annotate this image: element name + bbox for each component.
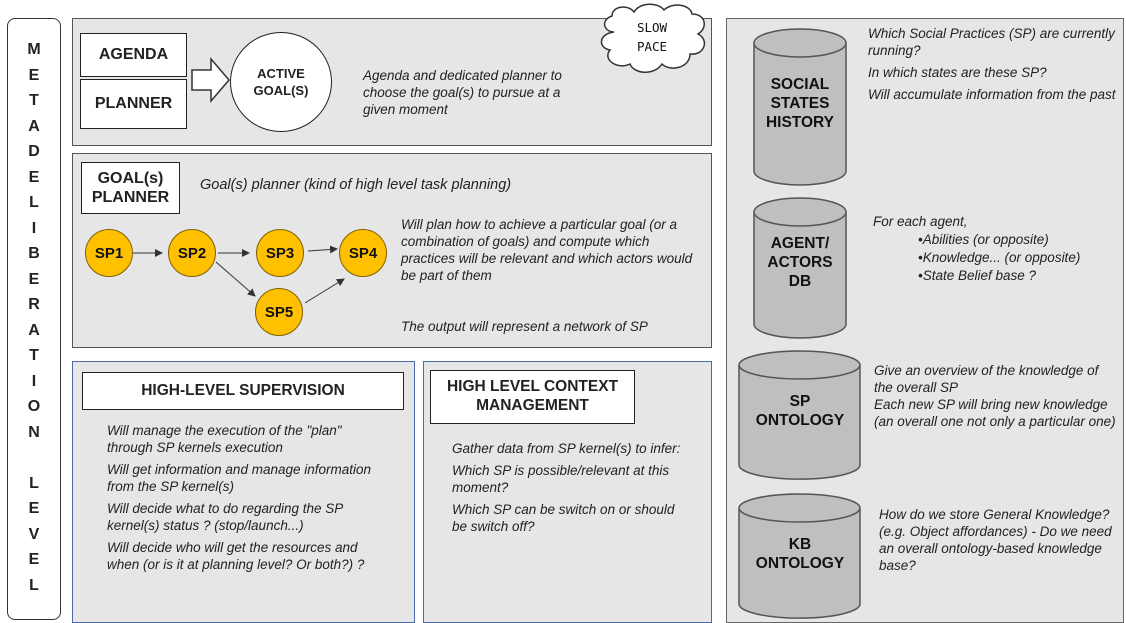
db-desc-line: How do we store General Knowledge? (e.g.… xyxy=(879,507,1112,573)
kb-ontology-label: KB ONTOLOGY xyxy=(742,535,858,573)
side-label-letter: L xyxy=(29,474,39,492)
sp-ontology-label: SP ONTOLOGY xyxy=(742,392,858,430)
side-label-letter: D xyxy=(28,143,40,160)
active-goals-circle: ACTIVE GOAL(S) xyxy=(230,32,332,132)
side-label-letter: L xyxy=(29,576,39,594)
goal-planner-output: The output will represent a network of S… xyxy=(401,319,648,334)
sp1-node: SP1 xyxy=(85,229,133,277)
db-desc-line: For each agent, xyxy=(873,214,968,229)
supervision-title: HIGH-LEVEL SUPERVISION xyxy=(82,372,404,410)
db-desc-bullet: •Abilities (or opposite) xyxy=(918,232,1049,247)
goal-planner-title: GOAL(s) PLANNER xyxy=(81,162,180,214)
db-desc-line: Will accumulate information from the pas… xyxy=(868,87,1116,102)
kb-ontology-desc: How do we store General Knowledge? (e.g.… xyxy=(879,506,1119,574)
side-label-letter: E xyxy=(28,270,40,288)
right-arrow-icon xyxy=(191,57,230,103)
sp5-node: SP5 xyxy=(255,288,303,336)
db-label-line: HISTORY xyxy=(765,114,835,131)
context-title-line2: MANAGEMENT xyxy=(476,397,589,414)
context-list: Gather data from SP kernel(s) to infer: … xyxy=(452,440,682,540)
context-title: HIGH LEVEL CONTEXT MANAGEMENT xyxy=(430,370,635,424)
side-label-letter: I xyxy=(31,219,37,237)
goal-planner-title-line2: PLANNER xyxy=(91,189,170,206)
db-desc-line: Each new SP will bring new knowledge (an… xyxy=(874,397,1116,429)
db-label-line: DB xyxy=(788,273,812,290)
sp-network-edges xyxy=(133,245,345,304)
supervision-panel: HIGH-LEVEL SUPERVISION Will manage the e… xyxy=(72,361,415,623)
slow-label: SLOW xyxy=(636,20,668,35)
goals-label: GOAL(S) xyxy=(253,83,309,98)
supervision-list: Will manage the execution of the "plan" … xyxy=(107,422,377,578)
side-label-letter: B xyxy=(28,245,40,262)
side-label-letter: E xyxy=(28,551,40,568)
sp-ontology-desc: Give an overview of the knowledge of the… xyxy=(874,362,1119,430)
database-icon xyxy=(753,197,847,339)
database-icon xyxy=(753,28,847,186)
goal-planner-description: Will plan how to achieve a particular go… xyxy=(401,217,693,283)
context-title-line1: HIGH LEVEL CONTEXT xyxy=(446,378,619,396)
side-label-letter: E xyxy=(28,66,40,84)
pace-label: PACE xyxy=(636,39,668,54)
sp3-node: SP3 xyxy=(256,229,304,277)
db-label-line: ACTORS xyxy=(767,254,833,271)
social-states-history-label: SOCIAL STATES HISTORY xyxy=(754,75,846,132)
db-desc-bullet: •State Belief base ? xyxy=(918,268,1037,283)
side-label-letter: A xyxy=(28,321,40,339)
agent-actors-db-label: AGENT/ ACTORS DB xyxy=(754,234,846,291)
social-states-desc: Which Social Practices (SP) are currentl… xyxy=(868,25,1116,108)
sp2-node: SP2 xyxy=(168,229,216,277)
agenda-description: Agenda and dedicated planner to choose t… xyxy=(363,68,562,117)
planner-box: PLANNER xyxy=(80,79,187,129)
goal-planner-subtitle: Goal(s) planner (kind of high level task… xyxy=(200,177,512,193)
db-desc-bullet: •Knowledge... (or opposite) xyxy=(918,250,1081,265)
db-label-line: ONTOLOGY xyxy=(755,412,845,429)
side-label-letter: N xyxy=(28,423,40,441)
db-label-line: SOCIAL xyxy=(770,76,830,93)
goal-planner-panel: GOAL(s) PLANNER Goal(s) planner (kind of… xyxy=(72,153,712,348)
supervision-item: Will get information and manage informat… xyxy=(107,462,372,494)
supervision-item: Will manage the execution of the "plan" … xyxy=(107,423,342,455)
supervision-item: Will decide what to do regarding the SP … xyxy=(107,501,343,533)
active-label: ACTIVE xyxy=(257,66,305,81)
db-desc-line: In which states are these SP? xyxy=(868,65,1047,80)
db-desc-line: Which Social Practices (SP) are currentl… xyxy=(868,26,1115,58)
planner-label: PLANNER xyxy=(94,95,173,113)
db-label-line: STATES xyxy=(770,95,830,112)
context-item: Which SP can be switch on or should be s… xyxy=(452,502,675,534)
cloud-shape xyxy=(600,3,706,73)
side-label-letter: O xyxy=(27,398,41,415)
supervision-title-text: HIGH-LEVEL SUPERVISION xyxy=(141,381,345,399)
agenda-box: AGENDA xyxy=(80,33,187,77)
db-desc-line: Give an overview of the knowledge of the… xyxy=(874,363,1099,395)
agenda-label: AGENDA xyxy=(98,46,169,64)
context-item: Gather data from SP kernel(s) to infer: xyxy=(452,441,681,456)
side-label-letter: E xyxy=(28,168,40,186)
side-label-letter: R xyxy=(28,296,40,313)
slow-pace-label: SLOW PACE xyxy=(609,18,695,56)
side-label-letter: L xyxy=(29,194,39,211)
supervision-item: Will decide who will get the resources a… xyxy=(107,540,365,572)
knowledge-panel: SOCIAL STATES HISTORY Which Social Pract… xyxy=(726,18,1124,623)
context-item: Which SP is possible/relevant at this mo… xyxy=(452,463,670,495)
db-label-line: AGENT/ xyxy=(770,235,830,252)
side-label-letter: A xyxy=(28,117,40,135)
database-icon xyxy=(738,493,861,619)
side-label-letter: I xyxy=(31,372,37,390)
side-label-letter: M xyxy=(27,41,41,58)
sp4-node: SP4 xyxy=(339,229,387,277)
goal-planner-title-line1: GOAL(s) xyxy=(97,169,164,187)
context-panel: HIGH LEVEL CONTEXT MANAGEMENT Gather dat… xyxy=(423,361,712,623)
agent-actors-desc: For each agent, •Abilities (or opposite)… xyxy=(873,213,1118,285)
db-label-line: KB xyxy=(788,536,812,553)
side-label-letter: V xyxy=(28,525,40,543)
database-icon xyxy=(738,350,861,480)
side-label-letter: T xyxy=(29,92,39,109)
side-label-letter: T xyxy=(29,347,39,364)
side-label-letter: E xyxy=(28,500,40,517)
db-label-line: ONTOLOGY xyxy=(755,555,845,572)
db-label-line: SP xyxy=(789,393,811,410)
